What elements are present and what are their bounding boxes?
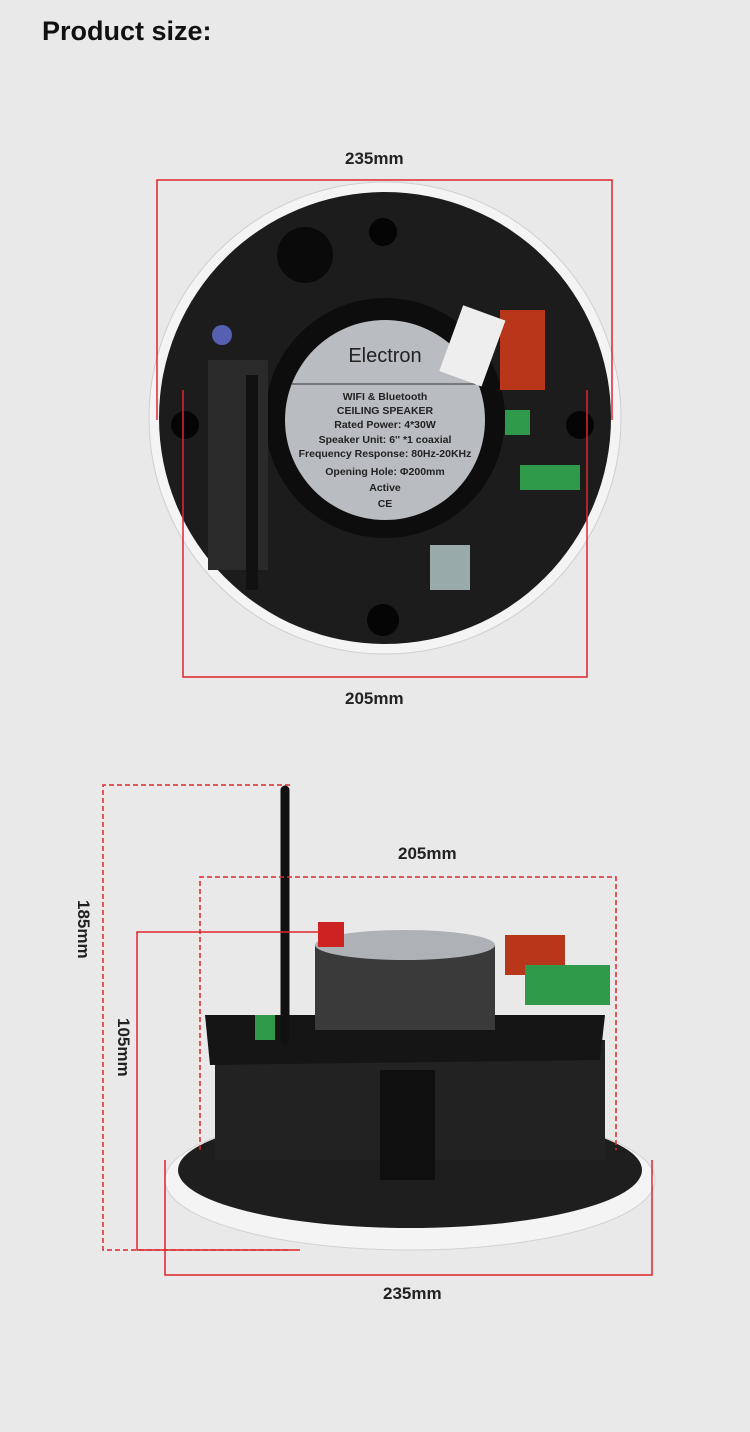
top-width-inner: 205mm xyxy=(345,689,404,708)
top-width-outer: 235mm xyxy=(345,149,404,168)
ce-mark: CE xyxy=(377,498,393,510)
label-line: Frequency Response: 80Hz-20KHz xyxy=(298,448,472,460)
page-title: Product size: xyxy=(42,16,212,46)
side-width-inner: 205mm xyxy=(398,844,457,863)
label-line: Active xyxy=(369,482,401,494)
side-width-outer: 235mm xyxy=(383,1284,442,1303)
label-line: Opening Hole: Φ200mm xyxy=(325,466,445,478)
label-line: CEILING SPEAKER xyxy=(336,405,434,417)
side-height-total: 185mm xyxy=(74,900,93,959)
side-height-body: 105mm xyxy=(114,1018,133,1077)
top-dimension-lines xyxy=(156,179,613,678)
brand-logo: Electron xyxy=(348,345,422,367)
label-line: Speaker Unit: 6'' *1 coaxial xyxy=(318,434,452,446)
label-line: WIFI & Bluetooth xyxy=(342,391,428,403)
side-solid-dimension-lines xyxy=(136,931,653,1276)
speaker-top-view xyxy=(148,181,622,655)
label-line: Rated Power: 4*30W xyxy=(334,419,436,431)
speaker-side-view xyxy=(164,785,656,1251)
